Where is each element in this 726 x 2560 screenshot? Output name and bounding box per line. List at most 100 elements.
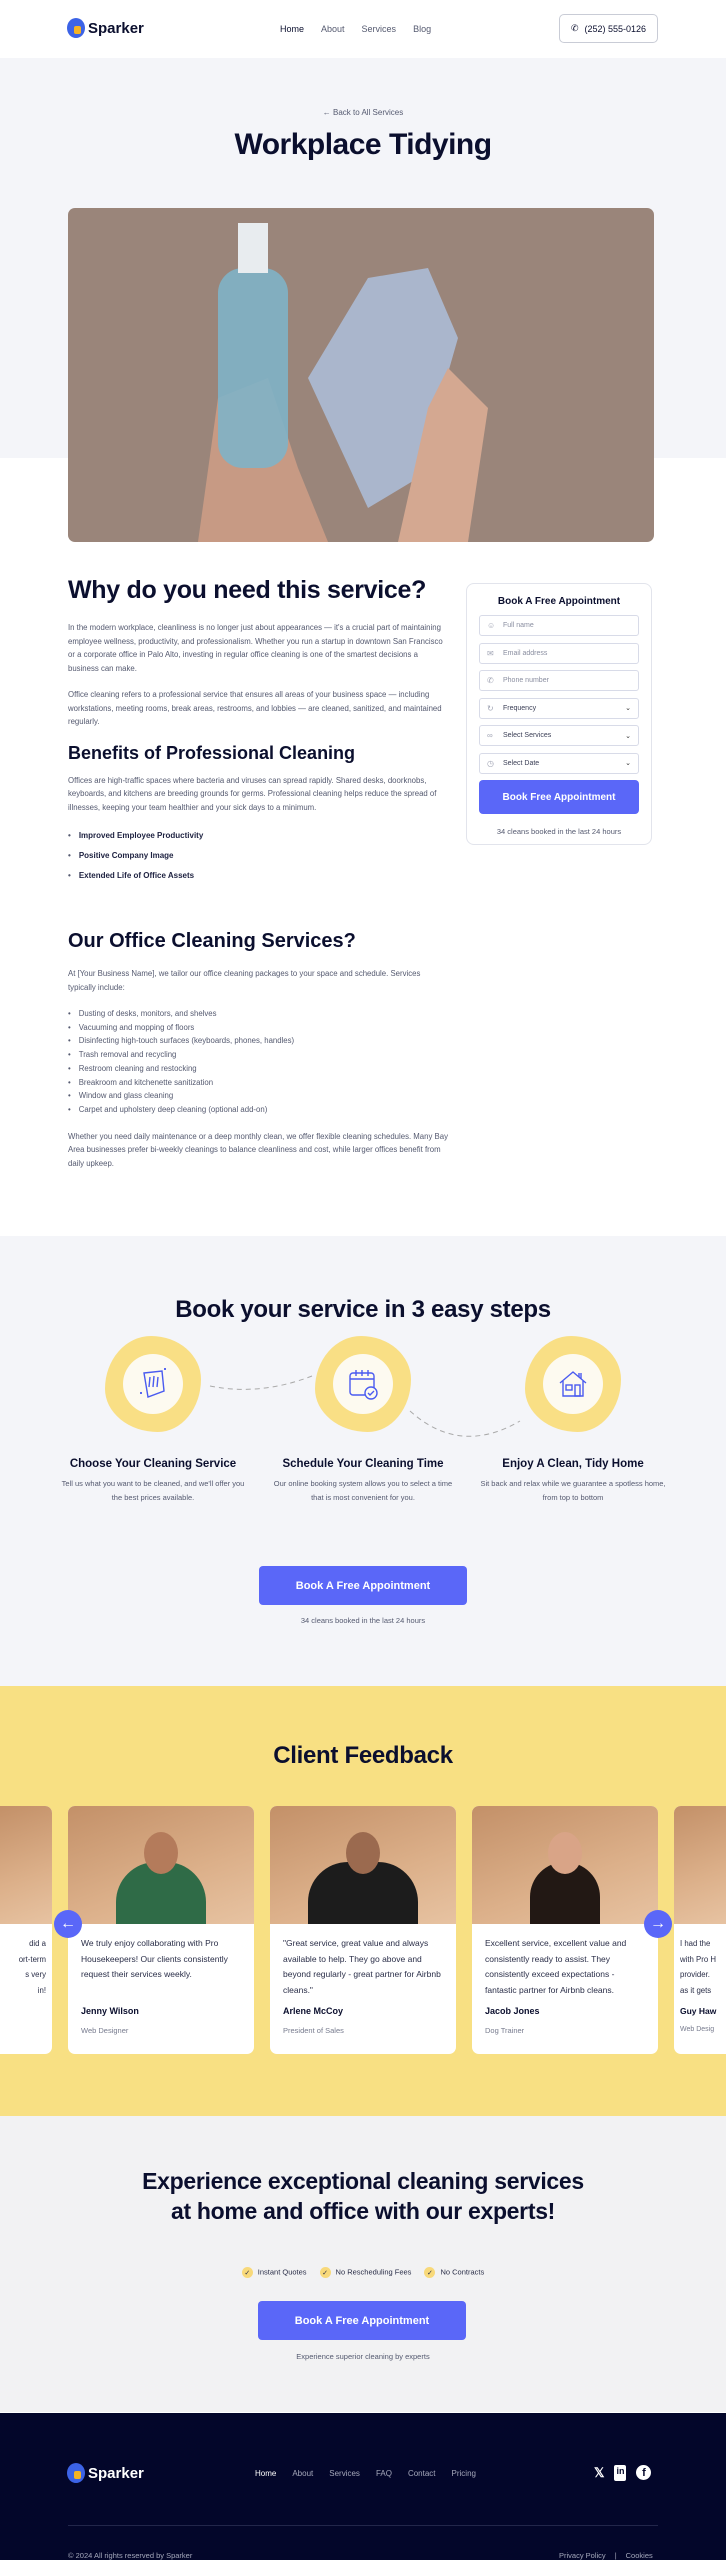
nav-about[interactable]: About: [321, 24, 345, 34]
feature-item: ✓No Rescheduling Fees: [319, 2267, 411, 2278]
step-3: Enjoy A Clean, Tidy Home Sit back and re…: [478, 1336, 668, 1504]
benefits-list: Improved Employee Productivity Positive …: [68, 826, 448, 886]
testimonial-quote: did a ort-term s very in!: [18, 1939, 46, 1995]
phone-icon: ✆: [487, 676, 494, 685]
date-select[interactable]: ◷Select Date⌄: [479, 752, 639, 774]
footer-nav-contact[interactable]: Contact: [407, 2469, 436, 2478]
client-name: Jenny Wilson: [81, 2006, 139, 2016]
step-blob: [105, 1336, 201, 1432]
form-title: Book A Free Appointment: [497, 596, 621, 607]
testimonial-quote: I had the with Pro H provider. as it get…: [680, 1939, 716, 1995]
list-item: Window and glass cleaning: [68, 1089, 448, 1103]
footer-nav-services[interactable]: Services: [329, 2469, 360, 2478]
arrow-left-icon: ←: [322, 108, 333, 117]
arrow-left-icon: ←: [60, 1915, 76, 1932]
phone-input[interactable]: ✆Phone number: [479, 670, 639, 691]
main-nav: Home About Services Blog: [280, 24, 431, 34]
client-role: Dog Trainer: [485, 2026, 525, 2035]
check-icon: ✓: [424, 2267, 436, 2278]
list-item: Dusting of desks, monitors, and shelves: [68, 1007, 448, 1021]
chevron-down-icon: ⌄: [625, 705, 631, 712]
steps-title: Book your service in 3 easy steps: [175, 1296, 551, 1323]
chevron-down-icon: ⌄: [625, 732, 631, 740]
back-link[interactable]: ← Back to All Services: [0, 108, 726, 117]
site-header: Sparker Home About Services Blog ✆ (252) …: [0, 0, 726, 58]
list-item: Positive Company Image: [68, 846, 448, 866]
feature-label: No Contracts: [440, 2267, 485, 2277]
email-input[interactable]: ✉Email address: [479, 642, 639, 664]
client-photo: [68, 1806, 254, 1924]
why-paragraph-2: Office cleaning refers to a professional…: [68, 690, 442, 726]
services-select[interactable]: ∞Select Services⌄: [479, 725, 639, 746]
facebook-icon[interactable]: f: [636, 2465, 652, 2480]
phone-number: (252) 555-0126: [584, 23, 647, 34]
placeholder: Full name: [503, 622, 534, 629]
step-title: Enjoy A Clean, Tidy Home: [502, 1458, 644, 1470]
client-name: Arlene McCoy: [283, 2006, 344, 2016]
book-appointment-button[interactable]: Book A Free Appointment: [258, 2301, 466, 2340]
client-photo: [674, 1806, 726, 1924]
list-item: Disinfecting high-touch surfaces (keyboa…: [68, 1034, 448, 1048]
nav-home[interactable]: Home: [280, 24, 305, 34]
testimonial-card-partial: did a ort-term s very in!: [0, 1806, 52, 2054]
step-desc: Our online booking system allows you to …: [273, 1479, 453, 1502]
refresh-icon: ↻: [487, 703, 494, 713]
step-title: Choose Your Cleaning Service: [69, 1458, 237, 1470]
client-photo: [472, 1806, 658, 1924]
mail-icon: ✉: [487, 648, 494, 658]
book-appointment-button[interactable]: Book A Free Appointment: [259, 1566, 467, 1605]
dashed-path: [209, 1375, 521, 1437]
footer-nav: Home About Services FAQ Contact Pricing: [255, 2469, 476, 2478]
back-link-label: Back to All Services: [332, 108, 404, 117]
client-photo: [270, 1806, 456, 1924]
broom-logo-icon: [67, 18, 85, 38]
step-title: Schedule Your Cleaning Time: [282, 1458, 444, 1470]
bookings-note: 34 cleans booked in the last 24 hours: [496, 827, 622, 836]
privacy-policy-link[interactable]: Privacy Policy: [559, 2551, 606, 2560]
cta-features: ✓Instant Quotes ✓No Rescheduling Fees ✓N…: [0, 2267, 726, 2278]
steps-section: Book your service in 3 easy steps Choose…: [0, 1236, 726, 1686]
carousel-next-button[interactable]: →: [644, 1910, 672, 1938]
check-icon: ✓: [241, 2267, 253, 2278]
testimonial-quote: Excellent service, excellent value and c…: [485, 1938, 627, 1995]
footer-divider: [68, 2525, 658, 2526]
step-1: Choose Your Cleaning Service Tell us wha…: [58, 1336, 248, 1504]
footer-nav-faq[interactable]: FAQ: [375, 2469, 392, 2478]
hero-image: [68, 208, 654, 542]
book-appointment-button[interactable]: Book Free Appointment: [479, 780, 639, 814]
step-desc: Tell us what you want to be cleaned, and…: [61, 1479, 245, 1502]
footer-nav-about[interactable]: About: [292, 2469, 314, 2478]
legal-links: Privacy Policy | Cookies: [559, 2551, 653, 2560]
footer-nav-pricing[interactable]: Pricing: [451, 2469, 476, 2478]
twitter-icon[interactable]: 𝕏: [594, 2465, 605, 2480]
nav-blog[interactable]: Blog: [413, 24, 432, 34]
full-name-input[interactable]: ☺Full name: [479, 615, 639, 636]
cta-section: Experience exceptional cleaning services…: [0, 2116, 726, 2412]
cookies-link[interactable]: Cookies: [625, 2551, 653, 2560]
testimonial-card: Excellent service, excellent value and c…: [472, 1806, 658, 2054]
footer-nav-home[interactable]: Home: [255, 2469, 277, 2478]
page-title: Workplace Tidying: [234, 128, 492, 161]
phone-icon: ✆: [570, 23, 579, 33]
linkedin-icon[interactable]: in: [614, 2465, 627, 2481]
social-links: 𝕏 in f: [594, 2465, 652, 2481]
client-role: Web Desig: [680, 2026, 715, 2033]
testimonial-quote: "Great service, great value and always a…: [283, 1938, 441, 1995]
step-blob: [315, 1336, 411, 1432]
step-2: Schedule Your Cleaning Time Our online b…: [268, 1336, 458, 1504]
list-item: Breakroom and kitchenette sanitization: [68, 1076, 448, 1090]
logo[interactable]: Sparker: [67, 18, 144, 38]
link-icon: ∞: [487, 731, 493, 740]
frequency-select[interactable]: ↻Frequency⌄: [479, 697, 639, 719]
list-item: Trash removal and recycling: [68, 1048, 448, 1062]
chevron-down-icon: ⌄: [625, 760, 631, 767]
carousel-prev-button[interactable]: ←: [54, 1910, 82, 1938]
footer-logo[interactable]: Sparker: [67, 2463, 144, 2483]
list-item: Carpet and upholstery deep cleaning (opt…: [68, 1103, 448, 1117]
article: Why do you need this service? In the mod…: [68, 576, 448, 1170]
why-paragraph-1: In the modern workplace, cleanliness is …: [68, 623, 443, 673]
services-outro: Whether you need daily maintenance or a …: [68, 1131, 448, 1168]
nav-services[interactable]: Services: [361, 24, 397, 34]
testimonial-card: We truly enjoy collaborating with Pro Ho…: [68, 1806, 254, 2054]
phone-button[interactable]: ✆ (252) 555-0126: [559, 14, 658, 43]
